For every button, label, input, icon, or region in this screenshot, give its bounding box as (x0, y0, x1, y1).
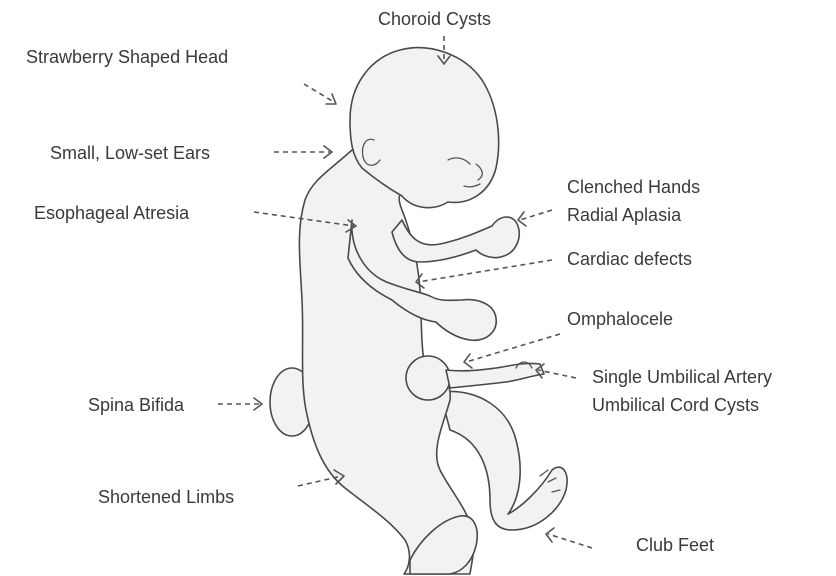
label-clenched-hands: Clenched Hands (567, 176, 700, 198)
label-umbilical-cord-cysts: Umbilical Cord Cysts (592, 394, 759, 416)
label-choroid-cysts: Choroid Cysts (378, 8, 491, 30)
arrow-club-feet (546, 528, 592, 548)
arrow-spina-bifida (218, 398, 262, 410)
arrow-cardiac-defects (416, 260, 552, 288)
arrow-clenched-hands (518, 210, 552, 226)
label-single-umbilical-artery: Single Umbilical Artery (592, 366, 772, 388)
label-radial-aplasia: Radial Aplasia (567, 204, 681, 226)
label-spina-bifida: Spina Bifida (88, 394, 184, 416)
fetus-body (299, 150, 473, 574)
upper-arm (392, 217, 519, 262)
arrow-strawberry-head (304, 84, 336, 104)
omphalocele-bulge (406, 356, 450, 400)
label-club-feet: Club Feet (636, 534, 714, 556)
umbilical-cord (446, 363, 544, 388)
label-strawberry-head: Strawberry Shaped Head (26, 46, 228, 68)
label-omphalocele: Omphalocele (567, 308, 673, 330)
label-shortened-limbs: Shortened Limbs (98, 486, 234, 508)
label-low-set-ears: Small, Low-set Ears (50, 142, 210, 164)
arrow-low-set-ears (274, 146, 332, 158)
label-esophageal-atresia: Esophageal Atresia (34, 202, 189, 224)
label-cardiac-defects: Cardiac defects (567, 248, 692, 270)
